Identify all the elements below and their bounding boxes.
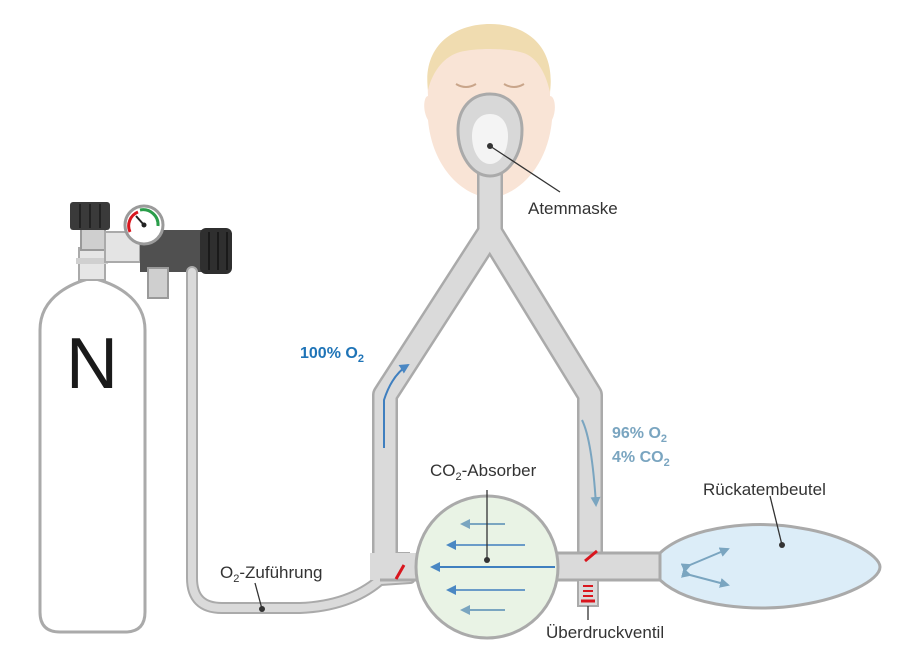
label-rueckatembeutel: Rückatembeutel	[703, 480, 826, 499]
expiration-check-valve	[584, 549, 598, 563]
o2-supply-hose	[186, 266, 416, 614]
label-expiration-o2: 96% O2	[612, 425, 667, 445]
label-o2-zufuhrung: O2-Zuführung	[220, 563, 323, 585]
cylinder-letter: N	[66, 324, 118, 404]
rebreathing-bag	[658, 523, 882, 610]
label-expiration-co2: 4% CO2	[612, 449, 670, 469]
inspiration-flow-arrow	[383, 363, 410, 448]
oxygen-cylinder-icon: N	[38, 247, 147, 634]
pressure-gauge-icon	[123, 204, 165, 246]
inspiration-check-valve	[394, 564, 406, 580]
label-ueberdruckventil: Überdruckventil	[546, 623, 664, 642]
pressure-relief-valve-icon	[577, 579, 599, 607]
breathing-mask-icon	[456, 92, 524, 178]
label-inspiration-o2: 100% O2	[300, 345, 364, 365]
expiration-flow-arrow	[581, 419, 601, 507]
pressure-regulator-icon	[70, 202, 232, 299]
label-atemmaske: Atemmaske	[528, 199, 618, 218]
label-co2-absorber: CO2-Absorber	[430, 461, 537, 483]
